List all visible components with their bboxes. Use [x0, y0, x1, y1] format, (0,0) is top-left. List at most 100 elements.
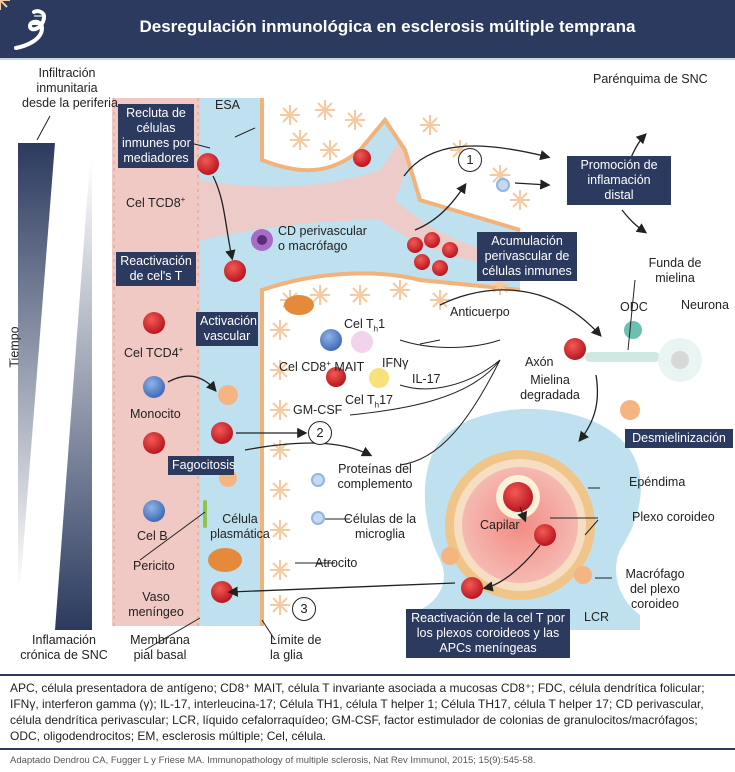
myelin-sheath-label: Funda de mielina [640, 256, 710, 286]
axis-top-label: Infiltración inmunitaria desde la perife… [22, 66, 118, 111]
accumulation-line-1: Acumulación [491, 234, 563, 248]
pericyte [203, 500, 207, 528]
recruitment-line-1: Recluta de [126, 106, 186, 120]
cd8-mait-text: Cel CD8 [279, 360, 327, 375]
lcr-label: LCR [584, 610, 610, 624]
cd-perivascular-line-2: o macrófago [278, 239, 348, 253]
macrophage-demyelination [620, 400, 640, 420]
demyelination-box: Desmielinización [625, 429, 733, 448]
choroid-reactivation-line-3: APCs meníngeas [439, 641, 537, 655]
plexus-macrophage-line-3: coroideo [631, 597, 679, 611]
t-reactivation-line-2: de cel's T [129, 269, 183, 283]
choroid-reactivation-box: Reactivación de la cel T por los plexos … [406, 609, 570, 658]
distal-inflammation-line-1: Promoción de [580, 158, 658, 172]
plasma-cell-line-1: Célula [222, 512, 258, 526]
plexus-macrophage-label: Macrófago del plexo coroideo [615, 567, 695, 612]
th17-num: 17 [379, 393, 393, 407]
plasma-cell-label: Célula plasmática [205, 512, 275, 542]
microglia-label: Células de la microglia [340, 512, 420, 542]
neuron-label: Neurona [681, 298, 729, 312]
complement-line-1: Proteínas del [338, 462, 412, 476]
footer-divider-bottom [0, 748, 735, 750]
header-bar: Desregulación inmunológica en esclerosis… [0, 0, 735, 58]
step-2-marker: 2 [308, 421, 332, 445]
cd-perivascular-label: CD perivascular o macrófago [278, 224, 367, 254]
th17-text: Cel T [345, 393, 375, 407]
accumulation-line-3: células inmunes [482, 264, 572, 278]
recruitment-box: Recluta de células inmunes por mediadore… [118, 104, 194, 168]
axon-label: Axón [525, 355, 554, 369]
plexus-macrophage-line-2: del plexo [629, 582, 681, 596]
distal-inflammation-box: Promoción de inflamación distal [567, 156, 671, 205]
th1-sub: h [373, 324, 379, 334]
meningeal-vessel-label: Vaso meníngeo [126, 590, 186, 620]
time-axis-label: Tiempo [7, 326, 22, 368]
choroid-plexus [462, 467, 578, 583]
complement-label: Proteínas del complemento [330, 462, 420, 492]
capillary-label: Capilar [480, 518, 520, 532]
pial-membrane-label: Membrana pial basal [120, 633, 200, 663]
th17-cell [369, 368, 389, 388]
axis-top-line-1: Infiltración [38, 66, 96, 80]
distal-inflammation-line-2: inflamación [587, 173, 651, 187]
vascular-activation-line-1: Activación [200, 314, 257, 328]
microglia-line-1: Células de la [343, 512, 417, 526]
glia-limit-line-2: la glia [270, 648, 303, 662]
th17-sub: h [374, 400, 380, 410]
pial-membrane-line-2: pial basal [133, 648, 187, 662]
myelin-sheath-line-1: Funda de [648, 256, 702, 270]
monocyte-cell [143, 376, 165, 398]
cel-tcd4-label: Cel TCD4+ [124, 342, 183, 361]
recruitment-line-2: células [136, 121, 176, 135]
pericyte-label: Pericito [133, 559, 175, 573]
accumulation-line-2: perivascular de [484, 249, 570, 263]
plasma-cell [208, 548, 242, 572]
antibody-label: Anticuerpo [450, 305, 510, 319]
cd-perivascular-line-1: CD perivascular [278, 224, 367, 238]
dna-helix-logo-icon [14, 9, 47, 50]
footer-divider-top [0, 674, 735, 676]
header-divider [0, 58, 735, 60]
th1-text: Cel T [344, 317, 374, 331]
th1-label: Cel Th1 [344, 317, 385, 337]
degraded-myelin-line-2: degradada [520, 388, 580, 402]
cel-tcd4-text: Cel TCD4 [124, 346, 179, 361]
t-cells [143, 149, 586, 603]
axis-bottom-line-2: crónica de SNC [20, 648, 108, 662]
plasma-cell-parenchyma [284, 295, 314, 315]
step-3-marker: 3 [292, 597, 316, 621]
ependyma-label: Epéndima [629, 475, 686, 489]
choroid-reactivation-line-2: los plexos coroideos y las [416, 626, 560, 640]
meningeal-vessel-line-1: Vaso [142, 590, 170, 604]
subarachnoid-space [200, 98, 520, 626]
esa-label: ESA [215, 98, 241, 112]
recruitment-line-4: mediadores [123, 151, 189, 165]
distal-inflammation-line-3: distal [604, 188, 634, 202]
glia-limit-border [260, 271, 521, 626]
cd8-mait-label: Cel CD8+ MAIT [279, 356, 364, 375]
cd8-mait-sup: + [326, 359, 331, 368]
glia-limit-label: Límite de la glia [270, 633, 321, 663]
cel-tcd8-text: Cel TCD8 [126, 196, 181, 211]
choroid-reactivation-line-1: Reactivación de la cel T por [411, 611, 565, 625]
th1-num: 1 [378, 317, 386, 331]
wedge-leader-line [36, 115, 51, 141]
th1-cell [351, 331, 373, 353]
axis-bottom-line-1: Inflamación [32, 633, 96, 647]
recruitment-line-3: inmunes por [122, 136, 191, 150]
phagocytosis-box: Fagocitosis [168, 456, 235, 475]
parenquima-label: Parénquima de SNC [593, 72, 708, 86]
glia-limit-line-1: Límite de [270, 633, 322, 647]
axis-top-line-3: desde la periferia [22, 96, 118, 110]
th17-label: Cel Th17 [345, 393, 393, 413]
plasma-cell-line-2: plasmática [210, 527, 270, 541]
axon [585, 352, 660, 362]
b-cell-label: Cel B [137, 529, 168, 543]
meningeal-vessel-line-2: meníngeo [128, 605, 184, 619]
gmcsf-label: GM-CSF [293, 403, 343, 417]
odc-label: ODC [620, 300, 648, 314]
degraded-myelin-line-1: Mielina [530, 373, 570, 387]
il17-label: IL-17 [412, 372, 441, 386]
page-title: Desregulación inmunológica en esclerosis… [139, 17, 636, 36]
cd8-mait-cell [320, 329, 342, 351]
